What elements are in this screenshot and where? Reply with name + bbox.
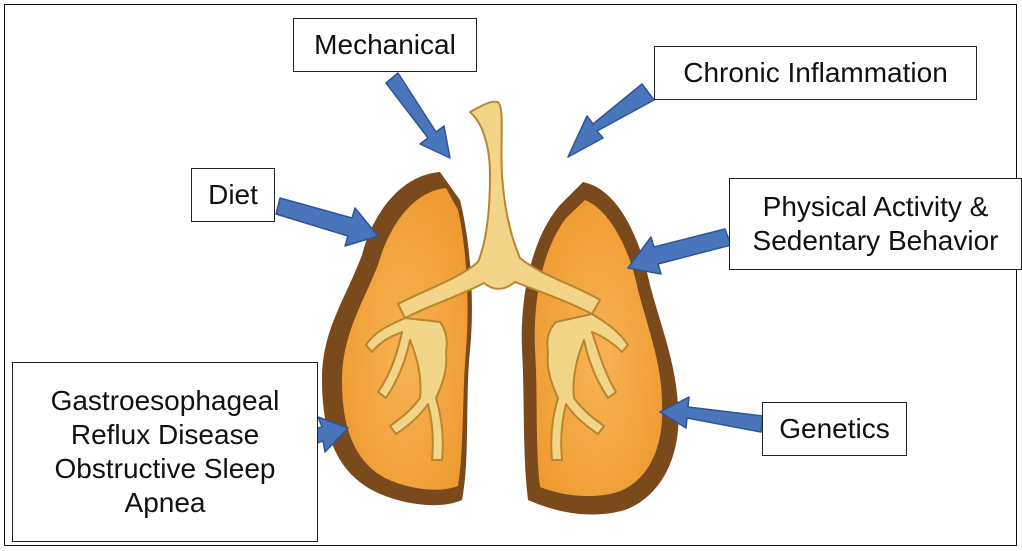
physical-activity-label: Physical Activity & Sedentary Behavior (729, 178, 1022, 270)
mechanical-text: Mechanical (314, 28, 456, 62)
mechanical-label: Mechanical (293, 18, 477, 72)
chronic-inflammation-text: Chronic Inflammation (683, 56, 948, 90)
lungs-icon (322, 102, 679, 515)
diet-arrow-icon (276, 198, 378, 246)
gerd-osa-line-4: Apnea (125, 486, 206, 520)
gerd-osa-label: Gastroesophageal Reflux Disease Obstruct… (12, 362, 318, 542)
genetics-text: Genetics (779, 412, 890, 446)
physical-activity-arrow-icon (628, 229, 731, 274)
mechanical-arrow-icon (386, 73, 450, 158)
chronic-inflammation-label: Chronic Inflammation (654, 46, 977, 100)
chronic-inflammation-arrow-icon (568, 84, 654, 157)
physical-activity-line-1: Physical Activity & (763, 190, 989, 224)
genetics-label: Genetics (762, 402, 907, 456)
gerd-osa-line-1: Gastroesophageal (51, 384, 280, 418)
diet-label: Diet (191, 168, 275, 222)
physical-activity-line-2: Sedentary Behavior (753, 224, 999, 258)
gerd-osa-line-2: Reflux Disease (71, 418, 259, 452)
gerd-osa-line-3: Obstructive Sleep (55, 452, 276, 486)
diet-text: Diet (208, 178, 258, 212)
